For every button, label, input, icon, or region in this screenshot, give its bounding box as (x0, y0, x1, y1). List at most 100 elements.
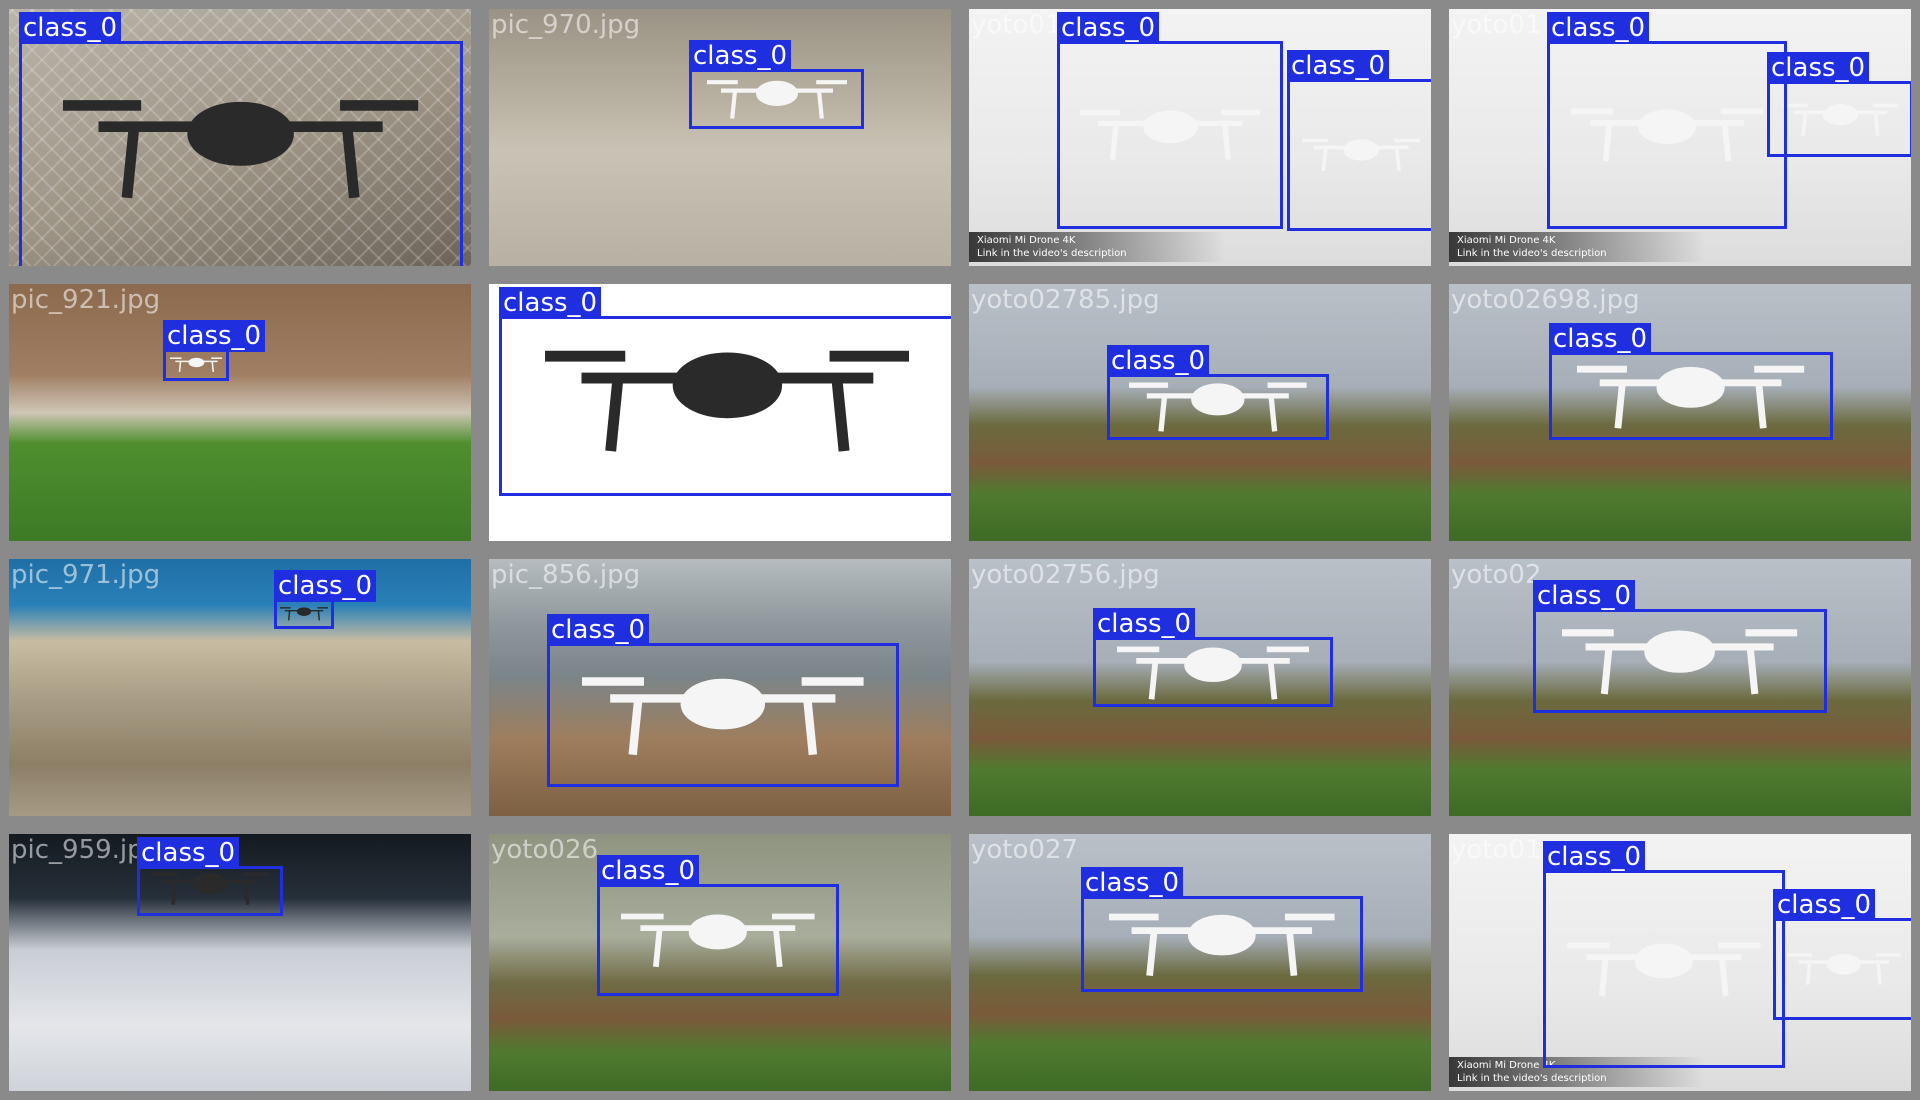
box-label: class_0 (1081, 867, 1184, 899)
drone-silhouette (63, 100, 419, 199)
caption-line-1: Xiaomi Mi Drone 4K (1457, 235, 1556, 246)
drone-silhouette (1079, 109, 1261, 160)
bounding-box: class_0 (137, 837, 283, 916)
video-caption: Xiaomi Mi Drone 4K Link in the video's de… (1449, 1057, 1705, 1087)
drone-silhouette (1301, 139, 1421, 172)
drone-silhouette (1129, 383, 1307, 433)
drone-silhouette (1117, 646, 1309, 700)
box-label: class_0 (597, 855, 700, 887)
bounding-box: class_0 (1547, 12, 1787, 229)
box-label: class_0 (1057, 12, 1160, 44)
drone-silhouette (280, 607, 328, 621)
bounding-box: class_0 (1549, 323, 1833, 440)
drone-silhouette (544, 350, 910, 452)
tile-filename: yoto02785.jpg (971, 285, 1160, 315)
bounding-box: class_0 (19, 12, 463, 266)
tile-filename: pic_971.jpg (11, 560, 161, 590)
tile-filename: yoto01 (1451, 835, 1542, 865)
image-tile: pic_971.jpg class_0 (0, 550, 480, 825)
caption-line-2: Link in the video's description (1457, 1073, 1607, 1084)
drone-silhouette (151, 872, 269, 905)
photo-yard (969, 284, 1431, 541)
image-tile: pic_856.jpg class_0 (480, 550, 960, 825)
box-label: class_0 (1287, 50, 1390, 82)
drone (1117, 634, 1309, 715)
image-tile: pic_970.jpg class_0 (480, 0, 960, 275)
box-label: class_0 (1773, 889, 1876, 921)
tile-filename: pic_921.jpg (11, 285, 161, 315)
image-tile: Xiaomi Mi Drone 4K Link in the video's de… (1440, 825, 1920, 1100)
tile-filename: yoto027 (971, 835, 1079, 865)
tile-filename: yoto01 (1451, 10, 1542, 40)
box-label: class_0 (1767, 52, 1870, 84)
drone (1301, 131, 1421, 182)
bounding-box: class_0 (1773, 889, 1911, 1020)
drone-silhouette (1787, 953, 1901, 986)
image-tile: yoto02698.jpg class_0 (1440, 275, 1920, 550)
box-label: class_0 (547, 614, 650, 646)
bounding-box: class_0 (1287, 50, 1431, 231)
drone (63, 77, 419, 223)
photo-yard (1449, 559, 1911, 816)
bounding-box: class_0 (1767, 52, 1911, 157)
bounding-box: class_0 (1543, 841, 1785, 1068)
bounding-box: class_0 (597, 855, 839, 996)
bounding-box: class_0 (1093, 608, 1333, 707)
bounding-box: class_0 (274, 570, 377, 629)
box-label: class_0 (163, 320, 266, 352)
drone (1567, 930, 1761, 1011)
box-label: class_0 (1107, 345, 1210, 377)
caption-line-1: Xiaomi Mi Drone 4K (977, 235, 1076, 246)
drone (1129, 371, 1307, 446)
drone-silhouette (1562, 629, 1798, 695)
bounding-box: class_0 (499, 287, 951, 496)
video-caption: Xiaomi Mi Drone 4K Link in the video's de… (1449, 232, 1705, 262)
image-tile: yoto02785.jpg class_0 (960, 275, 1440, 550)
box-label: class_0 (689, 40, 792, 72)
drone-silhouette (706, 80, 847, 119)
caption-line-2: Link in the video's description (1457, 248, 1607, 259)
photo-snow (9, 834, 471, 1091)
drone-silhouette (169, 357, 223, 373)
drone-silhouette (621, 913, 815, 968)
bounding-box: class_0 (1107, 345, 1329, 440)
bounding-box: class_0 (1533, 580, 1827, 713)
photo-yard-blend (489, 834, 951, 1091)
photo-yard (969, 559, 1431, 816)
image-tile: class_0 (0, 0, 480, 275)
box-label: class_0 (1549, 323, 1652, 355)
drone-silhouette (1109, 913, 1335, 976)
drone (621, 901, 815, 982)
drone (1562, 614, 1798, 712)
tile-filename: pic_856.jpg (491, 560, 641, 590)
tile-filename: pic_959.jpg (11, 835, 161, 865)
tile-filename: yoto02698.jpg (1451, 285, 1640, 315)
bounding-box: class_0 (1081, 867, 1363, 992)
box-label: class_0 (1093, 608, 1196, 640)
bounding-box: class_0 (547, 614, 899, 787)
drone-silhouette (1571, 108, 1763, 162)
drone (544, 327, 910, 477)
box-label: class_0 (1547, 12, 1650, 44)
box-label: class_0 (1543, 841, 1646, 873)
box-label: class_0 (499, 287, 602, 319)
tile-filename: pic_970.jpg (491, 10, 641, 40)
drone-silhouette (1567, 942, 1761, 997)
drone (1571, 96, 1763, 177)
caption-line-1: Xiaomi Mi Drone 4K (1457, 1060, 1556, 1071)
drone-silhouette (1577, 365, 1805, 429)
box-label: class_0 (274, 570, 377, 602)
tile-filename: yoto026 (491, 835, 599, 865)
bounding-box: class_0 (689, 40, 864, 129)
drone (169, 354, 223, 379)
image-tile: Xiaomi Mi Drone 4K Link in the video's de… (1440, 0, 1920, 275)
photo-yard (969, 834, 1431, 1091)
